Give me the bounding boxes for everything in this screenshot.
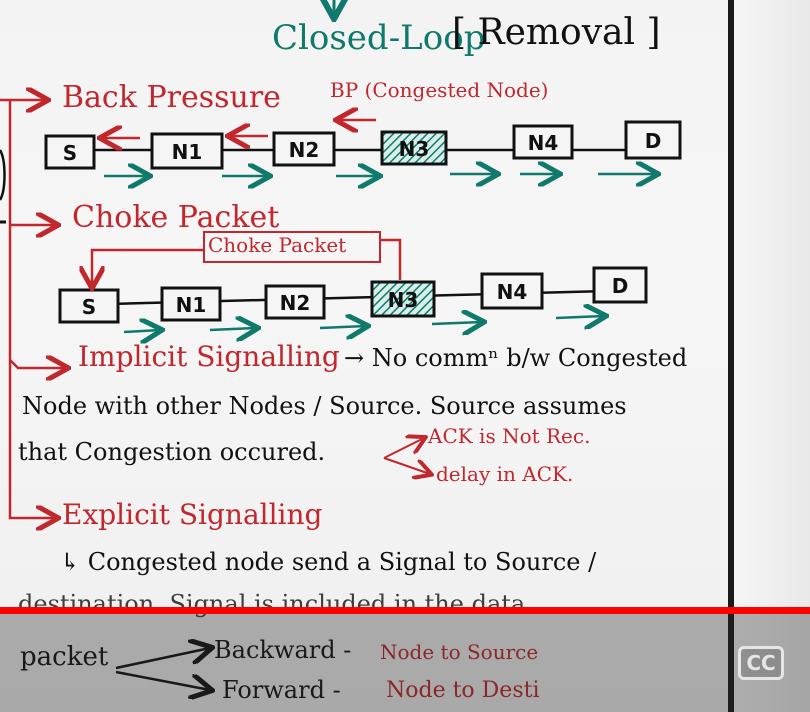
cp-node-label-n3: N3 xyxy=(388,288,419,312)
bp-node-n3 xyxy=(380,130,448,166)
cp-node-d xyxy=(592,266,648,304)
back-pressure-note: BP (Congested Node) xyxy=(330,78,549,102)
closed-captions-button[interactable]: CC xyxy=(738,646,784,680)
diagram-drawing xyxy=(0,0,682,712)
bp-node-n1 xyxy=(150,132,224,170)
choke-packet-network xyxy=(58,231,648,332)
choke-packet-box-label: Choke Packet xyxy=(208,233,347,257)
cp-node-label-d: D xyxy=(612,274,629,298)
wall-background xyxy=(734,0,810,712)
explicit-line-3: packet xyxy=(20,642,109,672)
implicit-line-1: → No commⁿ b/w Congested xyxy=(344,344,688,372)
cp-node-label-n1: N1 xyxy=(176,293,207,317)
explicit-backward-label: Backward - xyxy=(214,636,352,664)
cp-node-n1 xyxy=(160,286,222,322)
bp-node-d xyxy=(624,120,682,160)
implicit-line-2: Node with other Nodes / Source. Source a… xyxy=(22,392,627,420)
explicit-signalling-label: Explicit Signalling xyxy=(62,498,323,531)
page-title: Closed-Loop xyxy=(272,18,486,58)
bp-node-label-d: D xyxy=(645,129,662,153)
bp-node-n4 xyxy=(512,124,574,160)
cp-node-label-n2: N2 xyxy=(280,291,311,315)
implicit-branch-delay-in-ack: delay in ACK. xyxy=(436,462,574,486)
implicit-line-3: that Congestion occured. xyxy=(18,438,326,466)
implicit-signalling-label: Implicit Signalling xyxy=(78,340,340,373)
whiteboard xyxy=(0,0,736,712)
player-controls-overlay xyxy=(0,612,810,712)
bp-node-s xyxy=(44,134,96,170)
progress-bar[interactable] xyxy=(0,607,810,614)
cp-node-label-n4: N4 xyxy=(497,280,528,304)
bp-node-n2 xyxy=(272,131,336,167)
choke-packet-box xyxy=(203,231,381,263)
cp-node-n2 xyxy=(264,284,326,320)
explicit-forward-value: Node to Desti xyxy=(386,678,540,703)
cc-icon: CC xyxy=(746,651,776,675)
cp-node-label-s: S xyxy=(82,295,96,319)
bp-node-label-n1: N1 xyxy=(172,140,203,164)
cp-node-n3 xyxy=(370,280,436,318)
whiteboard-frame-edge xyxy=(728,0,734,712)
bp-node-label-n2: N2 xyxy=(289,138,320,162)
bp-node-label-s: S xyxy=(63,141,77,165)
back-pressure-network xyxy=(44,120,682,176)
explicit-line-1: ↳ Congested node send a Signal to Source… xyxy=(60,548,597,576)
explicit-forward-label: Forward - xyxy=(222,676,341,704)
implicit-branch-ack-not-received: ACK is Not Rec. xyxy=(428,424,591,448)
back-pressure-label: Back Pressure xyxy=(62,80,281,115)
bp-node-label-n3: N3 xyxy=(399,137,430,161)
bp-node-label-n4: N4 xyxy=(528,131,559,155)
explicit-backward-value: Node to Source xyxy=(380,640,539,664)
choke-packet-label: Choke Packet xyxy=(72,200,280,235)
cp-node-n4 xyxy=(480,272,544,310)
title-bracket: [ Removal ] xyxy=(452,12,661,53)
tree-trunk-line xyxy=(8,100,42,520)
